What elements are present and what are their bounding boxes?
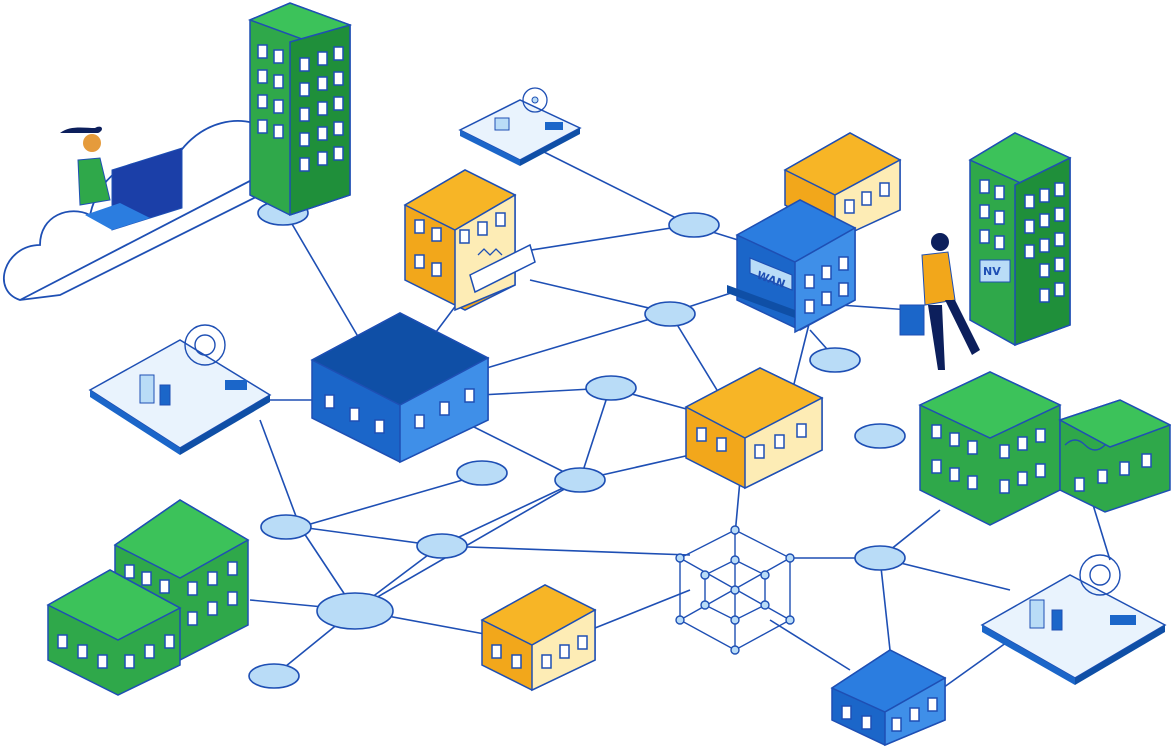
node bbox=[248, 663, 300, 689]
building-icon bbox=[480, 584, 597, 692]
node bbox=[456, 460, 508, 486]
node bbox=[316, 592, 394, 630]
node bbox=[554, 467, 606, 493]
building-icon bbox=[46, 499, 250, 696]
building-icon: WAN bbox=[727, 199, 857, 334]
person-briefcase-icon bbox=[899, 233, 980, 370]
node bbox=[809, 347, 861, 373]
node bbox=[416, 533, 468, 559]
nv-sign: NV bbox=[983, 265, 1001, 278]
building-icon bbox=[918, 371, 1171, 526]
node bbox=[854, 423, 906, 449]
office-tower-icon: NV bbox=[968, 132, 1072, 347]
person-laptop-icon bbox=[60, 126, 183, 231]
building-icon bbox=[310, 312, 490, 464]
office-tower-icon bbox=[247, 2, 353, 217]
building-icon bbox=[403, 169, 536, 312]
circuit-board-icon bbox=[980, 554, 1167, 685]
node bbox=[644, 301, 696, 327]
building-icon bbox=[684, 367, 824, 490]
circuit-board-icon bbox=[458, 87, 582, 166]
node bbox=[585, 375, 637, 401]
node bbox=[260, 514, 312, 540]
node bbox=[854, 545, 906, 571]
node bbox=[668, 212, 720, 238]
network-mesh-icon bbox=[675, 525, 795, 655]
building-icon bbox=[830, 649, 947, 747]
circuit-board-icon bbox=[88, 324, 272, 455]
